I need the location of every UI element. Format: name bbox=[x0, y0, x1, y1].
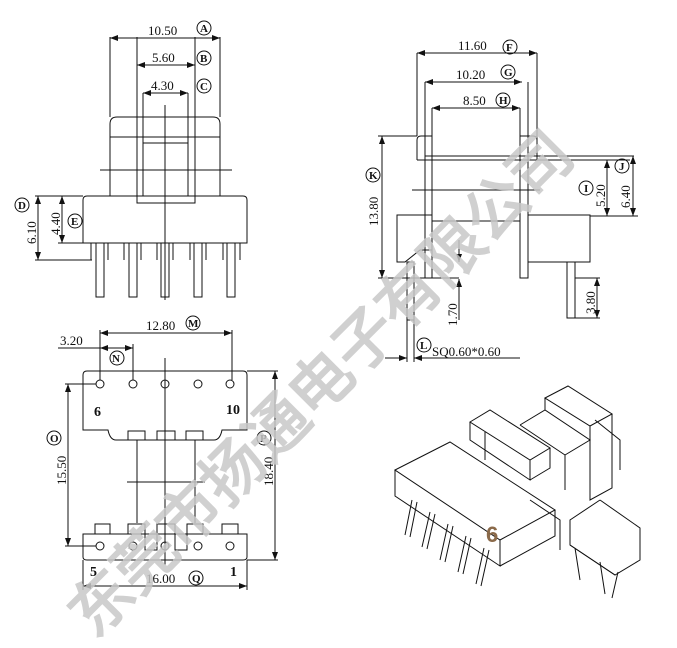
pin-label-6: 6 bbox=[94, 405, 101, 420]
dim-b-value: 5.60 bbox=[152, 50, 175, 65]
dim-f-value: 11.60 bbox=[458, 38, 487, 53]
dim-g-value: 10.20 bbox=[456, 67, 485, 82]
dim-j-letter: J bbox=[619, 161, 625, 173]
dim-m-letter: M bbox=[188, 318, 199, 330]
dim-c-letter: C bbox=[200, 81, 208, 93]
side-view: 11.60 F 10.20 G 8.50 H 13.80 K 6.40 J 5.… bbox=[365, 38, 638, 362]
dim-g-letter: G bbox=[504, 67, 513, 79]
dim-b-letter: B bbox=[200, 53, 208, 65]
dim-a-value: 10.50 bbox=[148, 23, 177, 38]
dim-m-value: 12.80 bbox=[146, 318, 175, 333]
dim-q-value: 16.00 bbox=[146, 571, 175, 586]
dim-o-letter: O bbox=[50, 433, 59, 445]
dim-h-letter: H bbox=[499, 95, 508, 107]
dim-k-value: 13.80 bbox=[366, 197, 381, 226]
pin-length-value: 1.70 bbox=[445, 303, 460, 326]
dim-h-value: 8.50 bbox=[463, 93, 486, 108]
pin-label-1: 1 bbox=[230, 565, 237, 580]
dim-j-value: 6.40 bbox=[618, 185, 633, 208]
dim-l-letter: L bbox=[420, 340, 427, 352]
pin-length-value-2: 3.80 bbox=[583, 291, 598, 314]
dim-n-value: 3.20 bbox=[60, 333, 83, 348]
dim-q-letter: Q bbox=[192, 573, 201, 585]
pin-label-5: 5 bbox=[90, 565, 97, 580]
dim-f-letter: F bbox=[506, 42, 513, 54]
dim-e-value: 4.40 bbox=[48, 212, 63, 235]
dim-p-value: 18.40 bbox=[261, 457, 276, 486]
dim-p-letter: P bbox=[260, 433, 267, 445]
dim-k-letter: K bbox=[369, 170, 378, 182]
dim-e-letter: E bbox=[71, 216, 78, 228]
front-view: 10.50 A 5.60 B 4.30 C 6.10 D 4.40 E bbox=[14, 20, 248, 300]
pin-label-10: 10 bbox=[226, 403, 240, 418]
model-label: 6 bbox=[486, 522, 498, 547]
dim-l-value: SQ0.60*0.60 bbox=[432, 344, 501, 359]
dim-n-letter: N bbox=[112, 353, 120, 365]
dim-o-value: 15.50 bbox=[54, 456, 69, 485]
dim-d-value: 6.10 bbox=[24, 221, 39, 244]
bottom-view: 6 10 5 1 12.80 M 3.20 N 15.50 O 18.40 P … bbox=[46, 315, 278, 590]
dim-d-letter: D bbox=[18, 200, 26, 212]
dim-i-letter: I bbox=[584, 183, 588, 195]
dim-a-letter: A bbox=[200, 23, 208, 35]
isometric-view bbox=[394, 385, 641, 599]
dim-i-value: 5.20 bbox=[593, 184, 608, 207]
dim-c-value: 4.30 bbox=[151, 78, 174, 93]
